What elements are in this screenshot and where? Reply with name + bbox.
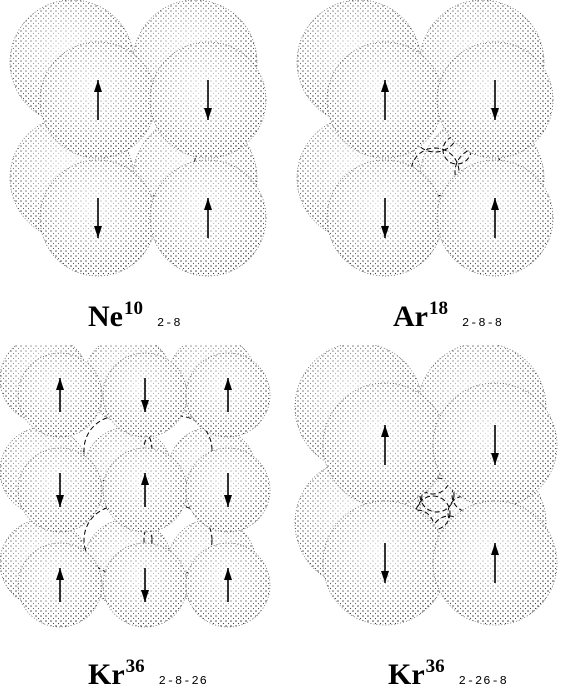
caption-ar: Ar18 2-8-8 bbox=[393, 298, 503, 334]
spin-arrow-down-icon bbox=[224, 473, 232, 507]
atomic-number: 36 bbox=[425, 656, 445, 677]
panel-kr-a-drawing bbox=[0, 345, 271, 628]
caption-ne: Ne10 2-8 bbox=[88, 298, 182, 334]
spin-arrow-up-icon bbox=[224, 378, 232, 412]
spin-arrow-down-icon bbox=[381, 543, 389, 583]
shell-configuration: 2-8-26 bbox=[158, 674, 208, 688]
element-symbol: Ar bbox=[393, 300, 428, 333]
spin-arrow-up-icon bbox=[224, 568, 232, 602]
panel-ne-drawing bbox=[9, 0, 267, 277]
shell-configuration: 2-8-8 bbox=[461, 316, 503, 330]
panel-kr-b-drawing bbox=[294, 345, 558, 626]
atomic-number: 18 bbox=[428, 298, 448, 319]
dashed-interstitial-circle bbox=[83, 505, 153, 575]
spin-arrow-down-icon bbox=[141, 568, 149, 602]
element-symbol: Kr bbox=[88, 658, 125, 691]
spin-arrow-up-icon bbox=[56, 378, 64, 412]
spin-arrow-down-icon bbox=[381, 198, 389, 238]
spin-arrow-up-icon bbox=[381, 80, 389, 120]
atomic-number: 10 bbox=[123, 298, 143, 319]
spin-arrow-up-icon bbox=[381, 425, 389, 465]
spin-arrow-up-icon bbox=[204, 198, 212, 238]
caption-kr-b: Kr36 2-26-8 bbox=[388, 656, 508, 692]
spin-arrow-up-icon bbox=[491, 198, 499, 238]
dashed-interstitial-circle bbox=[419, 477, 455, 513]
shell-configuration: 2-8 bbox=[156, 316, 182, 330]
spin-arrow-up-icon bbox=[491, 543, 499, 583]
spin-arrow-down-icon bbox=[94, 198, 102, 238]
panel-ar-drawing bbox=[296, 0, 554, 277]
spin-arrow-up-icon bbox=[94, 80, 102, 120]
spin-arrow-down-icon bbox=[491, 80, 499, 120]
element-symbol: Kr bbox=[388, 658, 425, 691]
spin-arrow-down-icon bbox=[491, 425, 499, 465]
element-symbol: Ne bbox=[88, 300, 123, 333]
atomic-number: 36 bbox=[125, 656, 145, 677]
spin-arrow-up-icon bbox=[141, 473, 149, 507]
shell-configuration: 2-26-8 bbox=[458, 674, 508, 688]
spin-arrow-down-icon bbox=[56, 473, 64, 507]
spin-arrow-down-icon bbox=[204, 80, 212, 120]
caption-kr-a: Kr36 2-8-26 bbox=[88, 656, 208, 692]
spin-arrow-down-icon bbox=[141, 378, 149, 412]
dashed-interstitial-circle bbox=[143, 505, 213, 575]
spin-arrow-up-icon bbox=[56, 568, 64, 602]
